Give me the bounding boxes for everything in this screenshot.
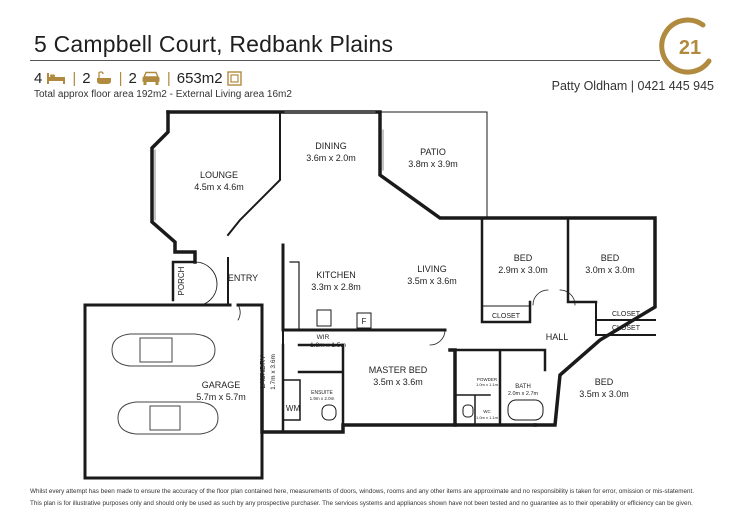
dining-size: 3.6m x 2.0m [306,153,356,163]
agent-contact: Patty Oldham | 0421 445 945 [551,79,714,93]
porch-wall [171,260,197,302]
master-name: MASTER BED [369,365,428,375]
bed3-size: 3.0m x 3.0m [585,265,635,275]
fridge-space [356,312,372,329]
laundry-size: 1.7m x 3.6m [270,354,277,390]
wc-name: WC [483,409,491,414]
car-bottom-icon [117,401,219,435]
powder-size: 1.0m x 1.1m [476,382,499,387]
bed3-walls [566,216,598,304]
garage-size: 5.7m x 5.7m [196,392,246,402]
disclaimer-line: This plan is for illustrative purposes o… [30,500,693,507]
bed4-name: BED [595,377,614,387]
baths-count: 2 [82,69,91,87]
title-divider [30,60,660,61]
garage-cars [111,333,219,435]
ensuite-size: 1.9m x 2.0m [310,396,335,401]
closet2-walls [595,301,656,336]
window-lines [154,111,384,221]
bathtub [507,399,544,421]
garage-walls [83,303,264,480]
porch-label: PORCH [177,266,186,295]
entry-door-swing [194,283,218,307]
kitchen-bench [289,261,300,331]
entry-label: ENTRY [228,273,258,283]
patio-outline [379,111,488,217]
lounge-size: 4.5m x 4.6m [194,182,244,192]
hall-label: HALL [546,332,569,342]
car-icon [142,71,160,85]
outer-wall-west [150,110,197,264]
bath-size: 2.0m x 2.7m [508,391,539,397]
closet-label: CLOSET [492,313,521,320]
cars-stat: 2 [129,70,161,87]
logo-text: 21 [679,37,701,59]
bed2-name: BED [514,253,533,263]
living-door-swing [429,329,446,346]
ensuite-toilet [321,404,337,421]
property-address: 5 Campbell Court, Redbank Plains [34,31,394,57]
dining-name: DINING [315,141,347,151]
bed-icon [47,73,66,84]
car-bottom-cabin [149,405,181,431]
disclaimer: Whilst every attempt has been made to en… [30,486,730,510]
outer-wall-south [260,373,457,434]
bath-icon [96,70,111,84]
car-top-icon [111,333,216,367]
car-top-cabin [139,337,173,363]
beds-stat: 4 [34,70,66,87]
stats-separator: | [166,69,171,87]
bed2-walls [480,216,532,324]
master-size: 3.5m x 3.6m [373,377,423,387]
fridge-label: F [362,317,367,326]
wir-size: 1.8m x 1.5m [310,342,346,349]
baths-stat: 2 [82,70,112,87]
outer-wall-south-bath [448,348,537,427]
stats-separator: | [118,69,123,87]
cars-count: 2 [128,69,137,87]
stats-separator: | [72,69,77,87]
hall-door-swing [559,289,576,306]
laundry-name: LAUNDRY [260,355,267,389]
outer-wall-east [166,110,657,427]
beds-count: 4 [34,69,43,87]
powder-name: POWDER [477,377,498,382]
kitchen-name: KITCHEN [316,270,356,280]
master-ensuite-walls [281,343,345,434]
lounge-diagonal-wall [226,111,281,237]
entry-door-swing [194,261,218,285]
patio-name: PATIO [420,147,446,157]
garage-name: GARAGE [202,380,241,390]
land-stat: 653m2 [177,70,242,87]
ensuite-name: ENSUITE [311,390,333,396]
living-size: 3.5m x 3.6m [407,276,457,286]
bath-name: BATH [515,384,531,390]
bed2-size: 2.9m x 3.0m [498,265,548,275]
disclaimer-line: Whilst every attempt has been made to en… [30,488,694,495]
bath-walls [453,348,547,427]
century21-logo-icon: 21 [659,17,712,75]
living-name: LIVING [417,264,447,274]
wc-size: 1.0m x 1.1m [476,415,499,420]
bed3-name: BED [601,253,620,263]
wir-name: WIR [317,334,330,341]
powder-wc-walls [454,394,491,426]
patio-size: 3.8m x 3.9m [408,159,458,169]
wm-label: WM [286,404,301,413]
bed-door-swing [532,289,549,306]
floor-area-summary: Total approx floor area 192m2 - External… [34,89,292,100]
kitchen-size: 3.3m x 2.8m [311,282,361,292]
garage-door-swing [237,304,241,321]
closet-label: CLOSET [612,325,641,332]
closet-label: CLOSET [612,311,641,318]
lounge-name: LOUNGE [200,170,238,180]
land-icon [226,70,242,86]
wm-cupboard [282,379,301,421]
cooktop [316,309,332,327]
bed4-size: 3.5m x 3.0m [579,389,629,399]
property-stats: 4 | 2 | 2 | 653m2 [34,68,242,88]
land-area: 653m2 [176,69,223,87]
powder-toilet [462,404,474,418]
